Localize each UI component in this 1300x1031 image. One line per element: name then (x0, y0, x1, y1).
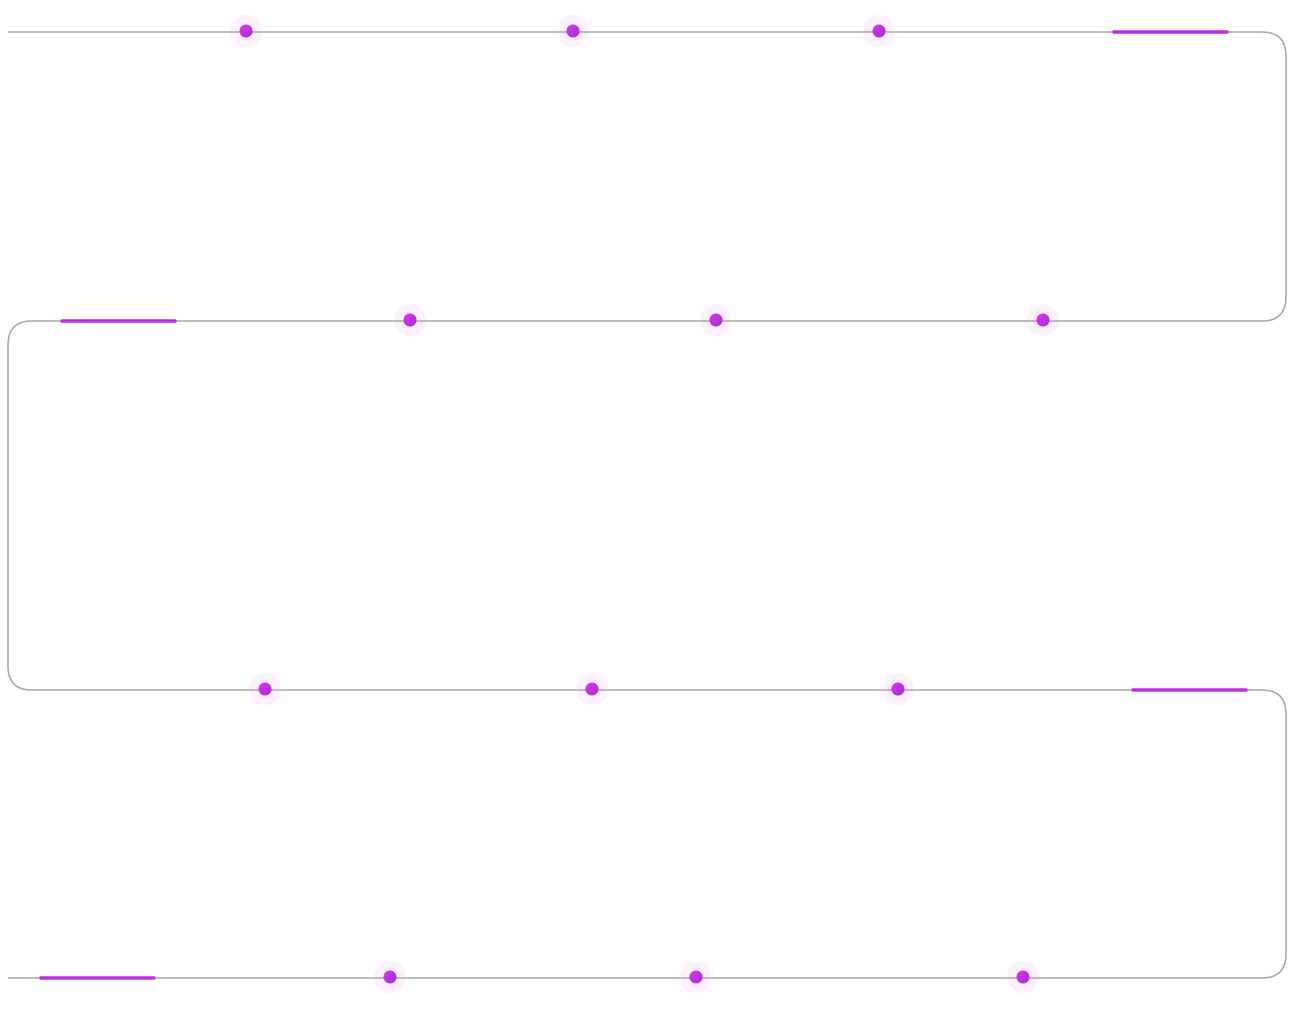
milestone-dot (709, 313, 723, 327)
milestone-dot (585, 682, 599, 696)
milestone-marker[interactable] (557, 15, 589, 47)
milestone-markers (230, 15, 1059, 993)
milestone-dot (1036, 313, 1050, 327)
timeline-track (7, 31, 1287, 979)
milestone-marker[interactable] (230, 15, 262, 47)
milestone-marker[interactable] (680, 961, 712, 993)
milestone-marker[interactable] (576, 673, 608, 705)
milestone-dot (383, 970, 397, 984)
milestone-dot (891, 682, 905, 696)
milestone-dot (239, 24, 253, 38)
milestone-marker[interactable] (700, 304, 732, 336)
milestone-dot (566, 24, 580, 38)
milestone-marker[interactable] (1027, 304, 1059, 336)
milestone-dot (258, 682, 272, 696)
milestone-dot (403, 313, 417, 327)
milestone-marker[interactable] (394, 304, 426, 336)
milestone-marker[interactable] (249, 673, 281, 705)
milestone-marker[interactable] (374, 961, 406, 993)
milestone-dot (689, 970, 703, 984)
milestone-dot (872, 24, 886, 38)
milestone-marker[interactable] (882, 673, 914, 705)
milestone-marker[interactable] (863, 15, 895, 47)
milestone-dot (1016, 970, 1030, 984)
progress-segments (39, 30, 1248, 980)
milestone-marker[interactable] (1007, 961, 1039, 993)
